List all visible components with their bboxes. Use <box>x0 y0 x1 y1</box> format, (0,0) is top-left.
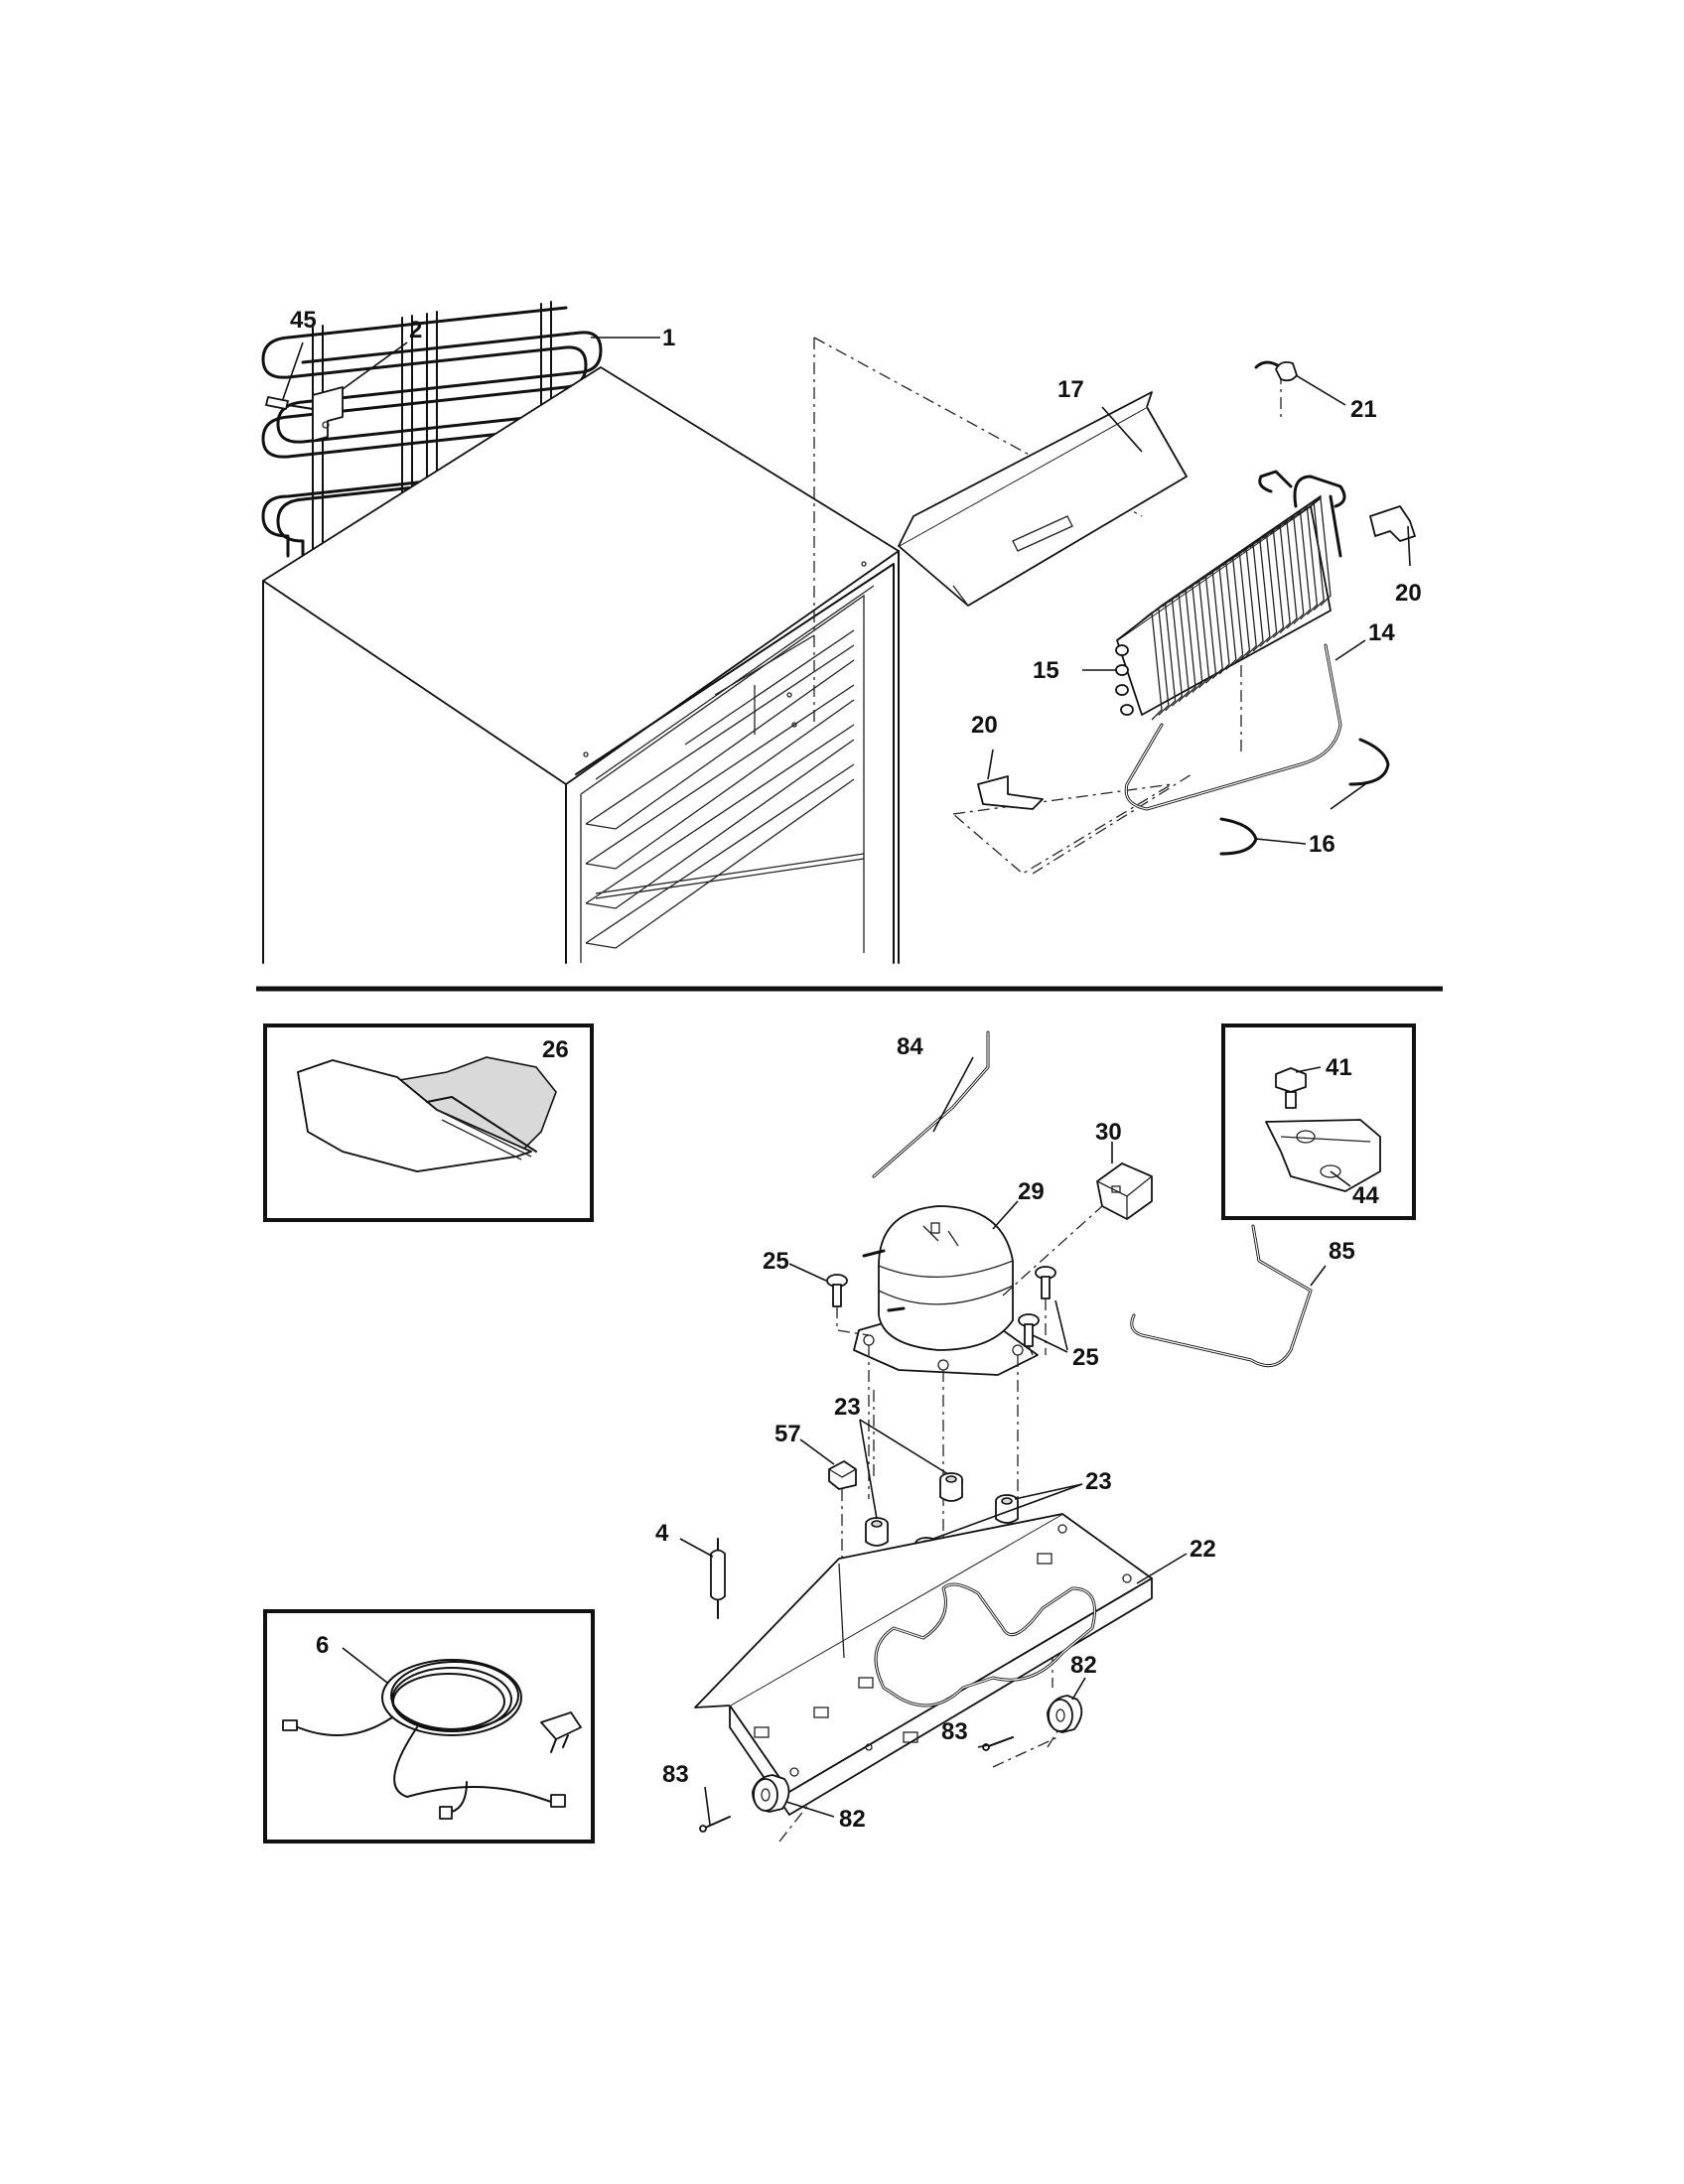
callout-23-right: 23 <box>1085 1468 1112 1495</box>
screw-part-45 <box>265 396 314 410</box>
evaporator-fin <box>1155 602 1177 712</box>
evaporator-fin <box>1201 570 1223 680</box>
evaporator-fin <box>1256 533 1278 643</box>
roller-part-82-left <box>752 1774 790 1813</box>
screw-part-25-right-upper <box>1035 1266 1056 1299</box>
evaporator-fin <box>1262 528 1285 638</box>
callout-83-left: 83 <box>662 1761 689 1788</box>
evaporator-fin <box>1194 574 1217 684</box>
evaporator-fin <box>1290 510 1312 620</box>
callout-41: 41 <box>1326 1054 1352 1081</box>
callout-2: 2 <box>409 317 422 343</box>
inset-box-part-41-44 <box>1221 1024 1416 1220</box>
compressor-part-29 <box>853 1205 1039 1376</box>
grommet-part-23-b <box>865 1517 889 1547</box>
relay-part-30 <box>1096 1162 1153 1220</box>
callout-16: 16 <box>1309 831 1335 858</box>
evaporator-fin <box>1215 561 1237 670</box>
evaporator-part-15 <box>1115 470 1346 721</box>
evaporator-fin <box>1208 565 1230 675</box>
callout-44: 44 <box>1352 1182 1379 1209</box>
heater-wire-part-14 <box>1124 643 1342 811</box>
callout-30: 30 <box>1095 1119 1122 1146</box>
evaporator-fin <box>1283 515 1305 624</box>
callout-20-lower: 20 <box>971 712 998 739</box>
callout-6: 6 <box>316 1632 329 1659</box>
callout-22: 22 <box>1190 1536 1216 1563</box>
evaporator-fin <box>1168 593 1190 703</box>
evaporator-fin <box>1303 501 1325 612</box>
evaporator-fin <box>1269 524 1291 634</box>
evaporator-fin <box>1148 607 1170 716</box>
grommet-part-23-a <box>939 1472 963 1502</box>
refrigerator-cabinet <box>262 366 900 964</box>
bracket-part-2 <box>312 386 344 442</box>
evaporator-fin <box>1189 579 1210 689</box>
evaporator-fin <box>1161 597 1184 707</box>
callout-45: 45 <box>290 307 317 334</box>
cap-part-21 <box>1254 360 1298 382</box>
callouts: 1 2 45 17 21 20 15 14 20 16 26 84 41 44 … <box>290 307 1422 1833</box>
evaporator-fin <box>1249 538 1271 647</box>
clip-part-16 <box>1219 738 1390 856</box>
callout-85: 85 <box>1329 1238 1355 1265</box>
leader-lines <box>282 337 1411 1826</box>
bracket-part-20-upper <box>1369 505 1416 542</box>
evaporator-fin <box>1235 547 1257 657</box>
callout-84: 84 <box>897 1033 923 1060</box>
callout-57: 57 <box>774 1421 801 1447</box>
callout-25-right: 25 <box>1072 1344 1099 1371</box>
inset-box-part-6 <box>263 1609 595 1843</box>
callout-20-upper: 20 <box>1395 580 1422 607</box>
evaporator-fin <box>1296 505 1319 615</box>
evaporator-fin <box>1175 588 1196 698</box>
drier-part-4 <box>710 1538 726 1619</box>
callout-1: 1 <box>662 325 675 351</box>
callout-83-right: 83 <box>941 1718 968 1745</box>
evaporator-fin <box>1242 542 1264 652</box>
tube-part-84 <box>872 1030 990 1178</box>
evaporator-fin <box>1228 551 1251 661</box>
inset-box-part-26 <box>263 1024 594 1222</box>
callout-26: 26 <box>542 1036 569 1063</box>
callout-25-left: 25 <box>763 1248 789 1275</box>
evaporator-fin <box>1310 496 1332 607</box>
screw-part-25-right-lower <box>1018 1313 1040 1347</box>
evaporator-fin <box>1276 519 1298 629</box>
evaporator-cover-part-17 <box>898 391 1188 607</box>
bracket-part-20-lower <box>977 775 1044 810</box>
callout-17: 17 <box>1057 376 1084 403</box>
evaporator-fin <box>1141 611 1163 721</box>
roller-part-82-right <box>1047 1695 1083 1733</box>
evaporator-fin <box>1182 584 1203 693</box>
callout-21: 21 <box>1350 396 1377 423</box>
callout-15: 15 <box>1033 657 1059 684</box>
clip-part-57 <box>828 1460 857 1490</box>
screw-part-25-left <box>826 1274 848 1307</box>
callout-29: 29 <box>1018 1178 1045 1205</box>
pin-part-83-left <box>699 1816 731 1833</box>
callout-82-right: 82 <box>1070 1652 1097 1679</box>
callout-14: 14 <box>1368 619 1395 646</box>
tube-part-85 <box>1130 1224 1313 1368</box>
callout-4: 4 <box>655 1520 669 1547</box>
callout-23-upper: 23 <box>834 1394 861 1421</box>
evaporator-fin <box>1222 556 1244 666</box>
callout-82-left: 82 <box>839 1806 866 1833</box>
pin-part-83-right <box>982 1736 1014 1751</box>
